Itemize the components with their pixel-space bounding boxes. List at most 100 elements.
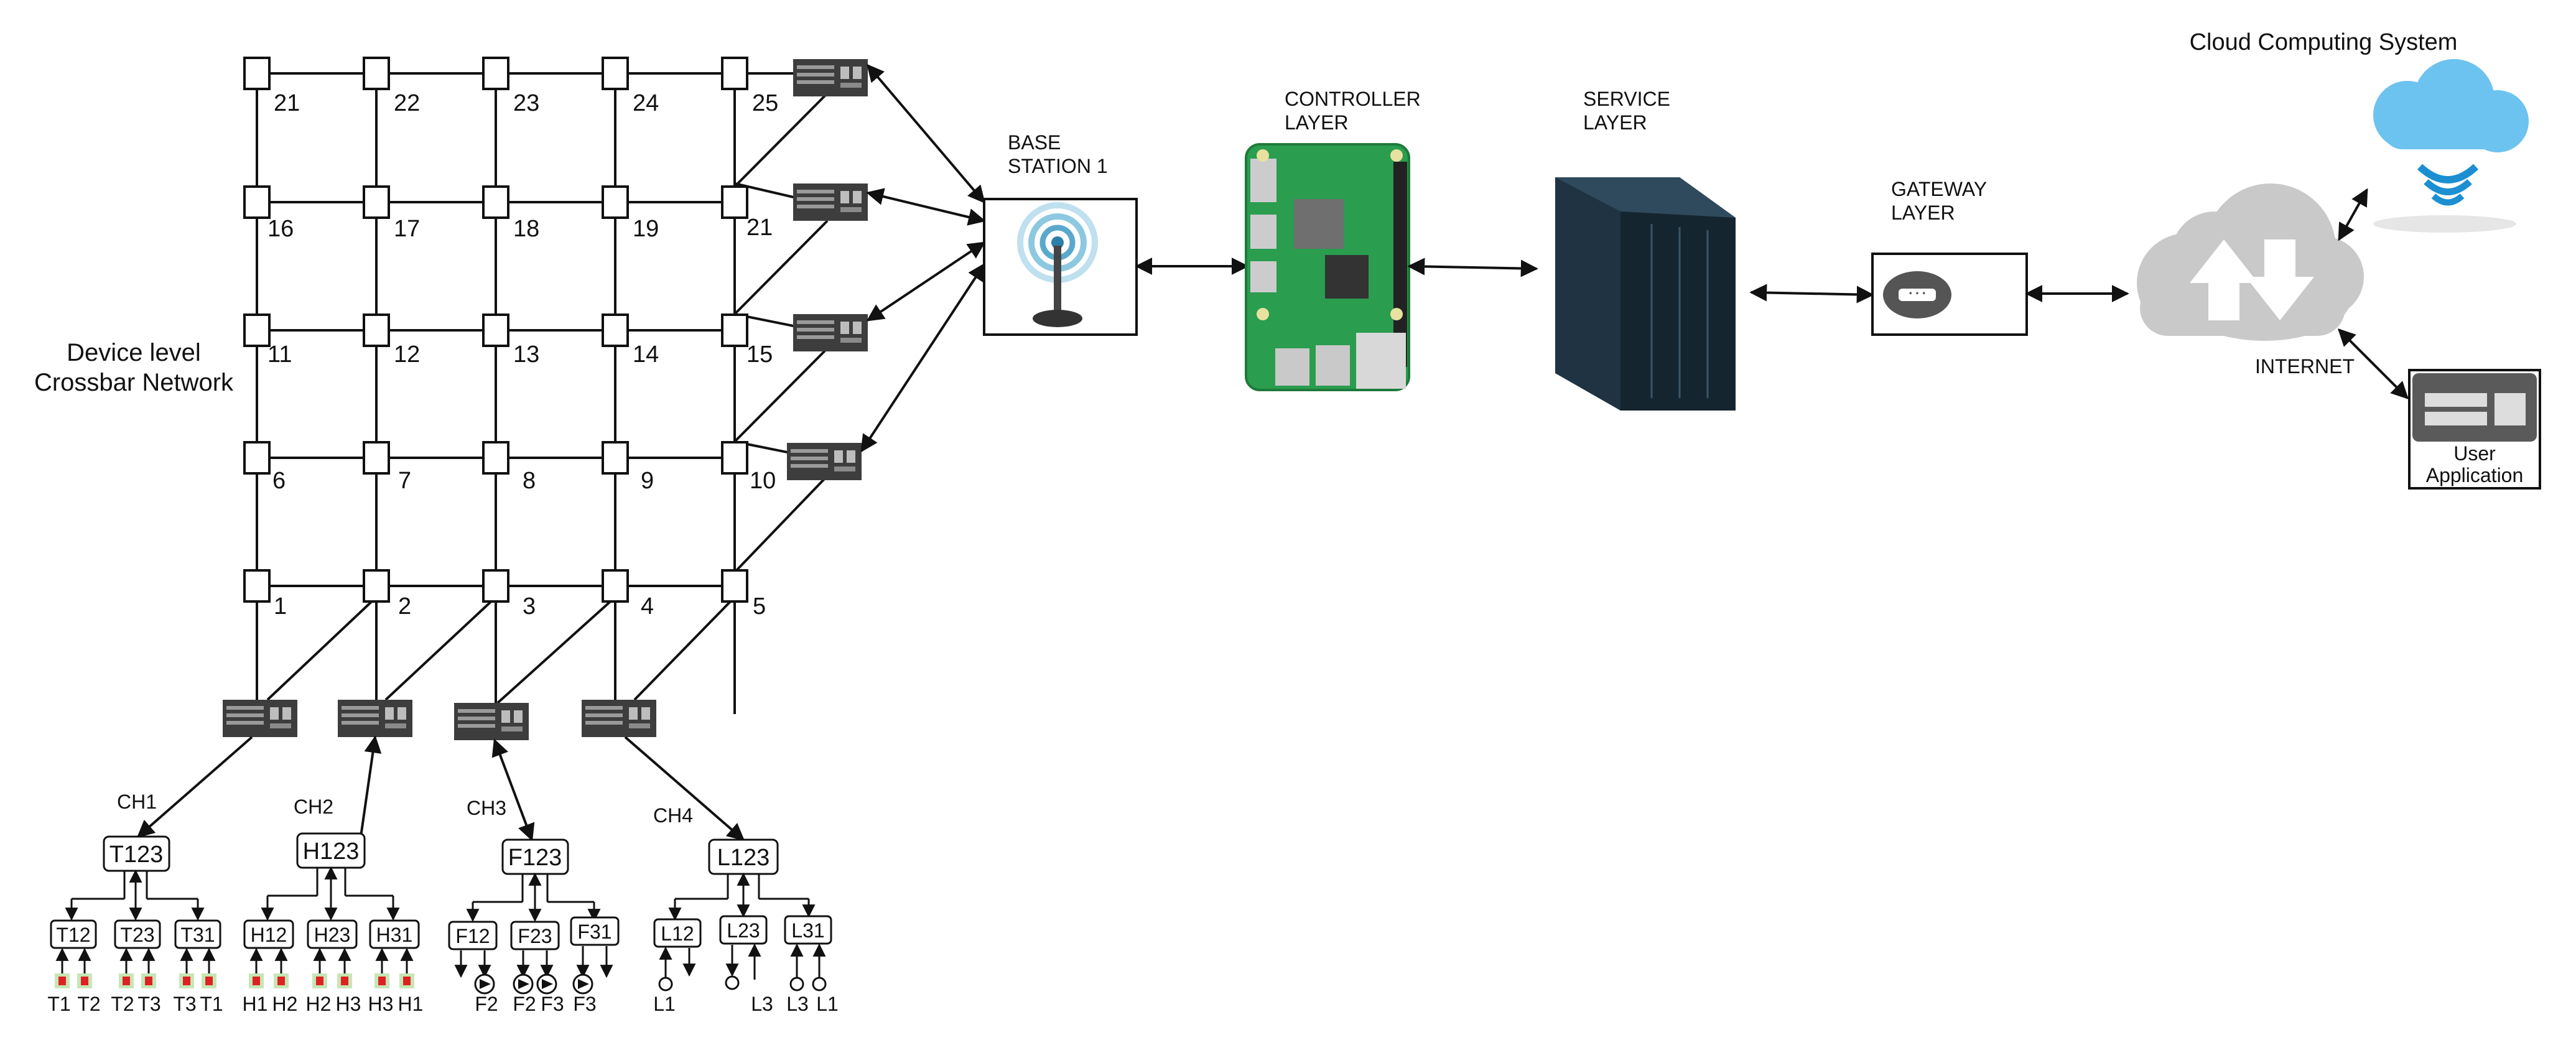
node-label: 4 [641,593,654,620]
service-gateway-arrow [1749,284,1874,304]
base-station: BASE STATION 1 [983,131,1138,336]
subgroup-label: H23 [314,924,351,946]
fan-icons [474,973,593,995]
fan-icon [536,973,557,995]
light-bulb-icon [658,977,673,991]
subgroup-label: T23 [120,924,154,946]
sensor-label: F3 [541,993,564,1015]
controller-label: LAYER [1285,111,1349,134]
user-application: User Application [2408,369,2541,490]
subgroup-label: F23 [518,925,552,947]
base-station-label: BASE [1008,131,1061,154]
grid-nodes [243,57,748,603]
group-label: T123 [109,842,164,868]
fan-icon [513,973,534,995]
node-label: 3 [523,593,536,620]
grid-node-labels: 21 22 23 24 25 16 17 18 19 21 11 12 13 1… [267,90,778,620]
sensor-chip-icon [141,973,156,988]
node-label: 22 [394,90,420,116]
sensor-label: T1 [47,993,70,1015]
raspberry-pi-board-icon [1245,143,1410,391]
gateway-label: GATEWAY [1891,178,1987,200]
node-label: 10 [750,468,776,494]
node-label: 23 [513,90,539,116]
crossbar-grid [256,72,829,714]
channel-labels: CH1 CH2 CH3 CH4 [117,791,693,827]
channel-label: CH2 [294,796,333,818]
node-label: 12 [394,341,420,368]
cloud-upload-download-icon [2137,183,2364,341]
internet-userapp-arrow [2338,328,2409,399]
sensor-label: T2 [111,993,134,1015]
node-label: 1 [274,593,287,620]
channels [136,735,745,842]
light-icons [658,975,827,991]
switch-icon [793,59,868,96]
subgroup-label: F31 [577,921,611,943]
switch-icon [454,703,529,740]
sensor-label: H1 [243,993,268,1015]
sensor-label: T3 [173,993,196,1015]
subgroup-label: F12 [455,925,490,947]
sensor-label: L1 [816,993,839,1015]
node-label: 15 [746,341,773,368]
sensor-label: T3 [137,993,160,1015]
sensor-chip-icon [337,973,352,988]
light-bulb-icon [789,977,804,991]
server-icon [1555,177,1736,411]
sensor-chip-icon [249,973,264,988]
sensor-label: T2 [77,993,100,1015]
cloud-computing-system: Cloud Computing System [2190,29,2529,233]
node-label: 19 [633,216,659,242]
sensor-arrows [55,943,826,980]
node-label: 7 [398,468,411,494]
subgroup-label: T12 [56,924,90,946]
switch-to-base-arrows [860,63,986,453]
service-label: SERVICE [1583,88,1670,110]
node-label: 2 [398,593,411,620]
node-label: 18 [513,216,539,242]
service-label: LAYER [1583,111,1647,134]
node-label: 21 [274,90,300,116]
node-label: 9 [641,468,654,494]
bottom-switches [223,700,656,740]
controller-layer: CONTROLLER LAYER [1245,88,1421,391]
controller-service-arrow [1407,258,1538,277]
node-label: 25 [752,90,778,116]
temperature-sensor-icons [55,973,414,988]
node-label: 21 [746,215,773,241]
node-label: 6 [272,468,286,494]
sensor-label: H1 [398,993,424,1015]
subgroup-label: L23 [727,919,760,942]
channel-label: CH4 [653,804,693,827]
node-label: 8 [523,468,536,494]
sensor-chip-icon [77,973,92,988]
sensor-label: L3 [786,993,809,1015]
switch-icon [793,183,868,221]
group-label: H123 [303,838,360,865]
sensor-chip-icon [119,973,134,988]
sensor-chip-icon [374,973,389,988]
group-connectors [65,866,816,922]
switch-icon [793,314,868,351]
internet-cloud-arrow [2338,188,2368,241]
switch-icon [582,700,656,737]
channel-label: CH1 [117,791,157,813]
node-label: 16 [267,216,294,242]
subgroup-label: H31 [376,924,413,946]
crossbar-network-label: Crossbar Network [34,369,234,396]
base-station-label: STATION 1 [1008,155,1108,177]
sensor-labels: T1 T2 T2 T3 T3 T1 H1 H2 H2 H3 H3 H1 F2 F… [47,993,838,1015]
group-boxes: T123 H123 F123 L123 [103,832,779,875]
gateway-layer: GATEWAY LAYER ··· [1871,178,2028,336]
node-label: 24 [633,90,659,116]
application-window-icon [2412,373,2537,442]
sensor-label: T1 [200,993,223,1015]
device-level-label: Device level [67,339,201,366]
sensor-label: L3 [751,993,773,1015]
switch-icon [338,700,412,737]
antenna-icon [1017,202,1098,327]
node-label: 13 [513,341,539,368]
fan-icon [572,973,593,995]
